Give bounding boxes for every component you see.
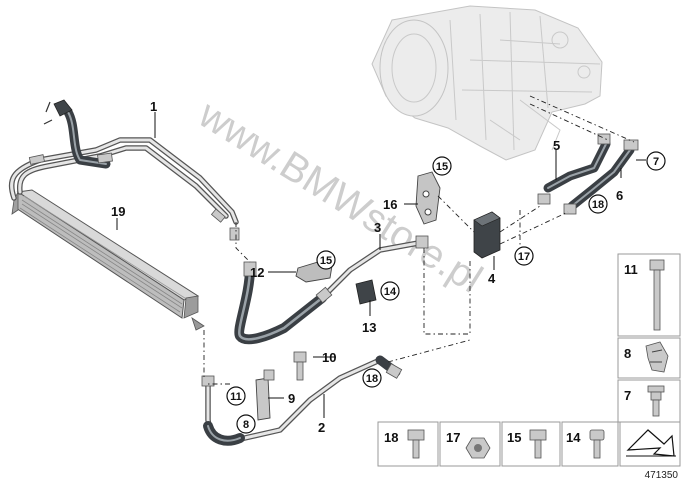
label-19: 19 <box>111 204 125 219</box>
thermostat-block <box>473 211 501 259</box>
circled-label-15b: 15 <box>316 250 336 270</box>
legend-item-15: 15 <box>501 421 561 467</box>
leader-lines <box>116 112 646 418</box>
label-5: 5 <box>553 138 560 153</box>
svg-text:17: 17 <box>446 430 460 445</box>
socket-bolt-icon <box>589 429 605 459</box>
long-bolt-icon <box>649 259 665 331</box>
svg-text:11: 11 <box>624 262 638 277</box>
bracket-16 <box>415 171 441 225</box>
oil-line-6 <box>563 139 639 215</box>
circled-label-18a: 18 <box>588 194 608 214</box>
circled-label-8: 8 <box>236 414 256 434</box>
hex-bolt-icon <box>407 429 425 459</box>
clip-icon <box>645 341 669 373</box>
svg-text:8: 8 <box>624 346 631 361</box>
circled-label-14: 14 <box>380 281 400 301</box>
holder-13 <box>355 279 377 305</box>
oil-line-2 <box>201 355 403 446</box>
legend-item-7: 7 <box>617 379 681 423</box>
svg-text:15: 15 <box>507 430 521 445</box>
svg-text:18: 18 <box>366 373 378 385</box>
svg-text:7: 7 <box>624 388 631 403</box>
circled-label-7: 7 <box>646 151 666 171</box>
legend-item-14: 14 <box>561 421 619 467</box>
svg-text:18: 18 <box>592 199 604 211</box>
label-10: 10 <box>322 350 336 365</box>
circled-label-11: 11 <box>226 386 246 406</box>
svg-text:15: 15 <box>320 255 332 267</box>
transmission-housing <box>371 5 603 161</box>
label-13: 13 <box>362 320 376 335</box>
circled-label-15a: 15 <box>432 156 452 176</box>
legend-item-18: 18 <box>377 421 439 467</box>
label-2: 2 <box>318 420 325 435</box>
oil-cooler <box>11 189 205 331</box>
hex-nut-icon <box>465 437 491 459</box>
bolt-10 <box>293 351 307 381</box>
hex-bolt-icon <box>529 429 547 459</box>
bracket-9 <box>255 369 275 421</box>
label-6: 6 <box>616 188 623 203</box>
svg-text:8: 8 <box>243 419 249 431</box>
flange-bolt-icon <box>647 385 665 417</box>
label-12: 12 <box>250 265 264 280</box>
svg-text:15: 15 <box>436 161 448 173</box>
part-labels: 1 19 3 4 5 6 16 12 13 10 9 2 <box>111 99 623 435</box>
legend-item-17: 17 <box>439 421 501 467</box>
oil-line-5 <box>537 133 611 205</box>
circled-label-18b: 18 <box>362 368 382 388</box>
legend-item-11: 11 <box>617 253 681 337</box>
diagram-number: 471350 <box>645 470 679 481</box>
oil-line-1 <box>8 99 240 241</box>
label-4: 4 <box>488 271 496 286</box>
legend-item-8: 8 <box>617 337 681 379</box>
svg-text:14: 14 <box>384 286 397 298</box>
svg-text:11: 11 <box>230 391 242 403</box>
svg-text:7: 7 <box>653 156 659 168</box>
svg-text:14: 14 <box>566 430 581 445</box>
legend-item-arrow <box>619 421 681 467</box>
svg-text:17: 17 <box>518 251 530 263</box>
label-16: 16 <box>383 197 397 212</box>
legend-right: 11 8 7 <box>617 253 681 423</box>
label-3: 3 <box>374 220 381 235</box>
circled-label-17: 17 <box>514 246 534 266</box>
label-1: 1 <box>150 99 157 114</box>
direction-arrow-icon <box>626 429 676 457</box>
circled-labels: 15 7 18 17 15 14 18 11 <box>226 151 666 434</box>
svg-text:18: 18 <box>384 430 398 445</box>
legend-bottom: 18 17 15 14 <box>377 421 681 467</box>
connection-lines <box>203 95 635 385</box>
label-9: 9 <box>288 391 295 406</box>
